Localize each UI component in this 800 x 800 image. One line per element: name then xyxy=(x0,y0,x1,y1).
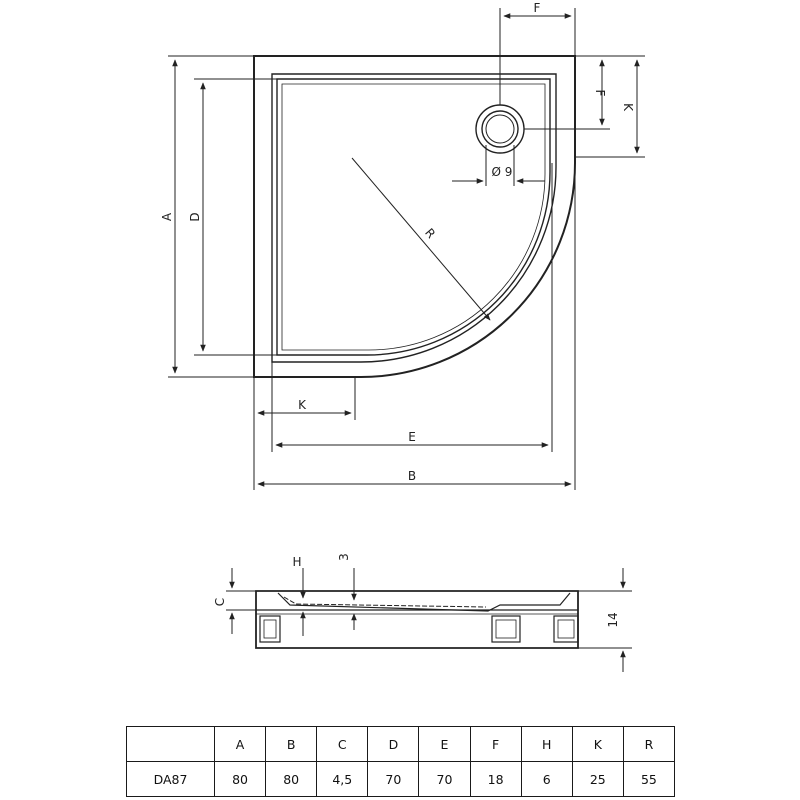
table-header-f: F xyxy=(469,726,522,762)
label-r: R xyxy=(422,226,438,241)
drain-mid-circle xyxy=(481,110,519,148)
section-dimensions xyxy=(226,568,632,672)
table-header-c: C xyxy=(316,726,369,762)
label-k-side: K xyxy=(621,103,635,112)
table-header-row: A B C D E F H K R xyxy=(126,726,676,762)
table-cell-k: 25 xyxy=(571,761,624,797)
label-e: E xyxy=(408,430,416,444)
section-view xyxy=(255,590,579,649)
table-corner-cell xyxy=(126,726,215,762)
label-d: D xyxy=(188,212,202,221)
table-header-a: A xyxy=(213,726,267,762)
label-k-bottom: K xyxy=(298,398,307,412)
basin-inner-outline xyxy=(281,83,546,351)
plan-view xyxy=(253,55,576,378)
table-header-e: E xyxy=(418,726,471,762)
table-cell-f: 18 xyxy=(469,761,522,797)
label-f-top: F xyxy=(534,1,541,15)
plan-dimensions xyxy=(168,8,645,490)
label-f-side: F xyxy=(593,90,607,97)
label-b: B xyxy=(408,469,416,483)
section-foot-right xyxy=(553,615,579,643)
table-cell-e: 70 xyxy=(418,761,471,797)
section-foot-left xyxy=(259,615,281,643)
radius-line xyxy=(351,157,491,321)
label-height: 14 xyxy=(606,612,620,627)
table-header-d: D xyxy=(367,726,420,762)
table-header-b: B xyxy=(265,726,318,762)
table-cell-a: 80 xyxy=(213,761,267,797)
label-h: H xyxy=(292,555,301,569)
table-cell-d: 70 xyxy=(367,761,420,797)
table-header-r: R xyxy=(622,726,676,762)
table-header-h: H xyxy=(520,726,573,762)
table-row: DA87 80 80 4,5 70 70 18 6 25 55 xyxy=(126,761,676,797)
drain-inner-circle xyxy=(485,114,515,144)
label-a: A xyxy=(160,212,174,221)
table-cell-r: 55 xyxy=(622,761,676,797)
section-outline xyxy=(255,590,579,649)
drain-outer-circle xyxy=(475,104,525,154)
table-model-cell: DA87 xyxy=(126,761,215,797)
basin-outline xyxy=(276,78,551,356)
tray-rim-outline xyxy=(271,73,557,363)
section-foot-mid xyxy=(491,615,521,643)
label-drain-diameter: Ø 9 xyxy=(492,165,513,179)
tray-outer-outline xyxy=(253,55,576,378)
section-labels: H 3 C 14 xyxy=(213,553,620,627)
table-cell-b: 80 xyxy=(265,761,318,797)
section-basin xyxy=(277,592,571,612)
table-header-k: K xyxy=(571,726,624,762)
table-cell-h: 6 xyxy=(520,761,573,797)
label-c: C xyxy=(213,598,227,606)
label-three: 3 xyxy=(337,553,351,561)
table-cell-c: 4,5 xyxy=(316,761,369,797)
dimension-table: A B C D E F H K R DA87 80 80 4,5 70 70 1… xyxy=(126,726,676,797)
